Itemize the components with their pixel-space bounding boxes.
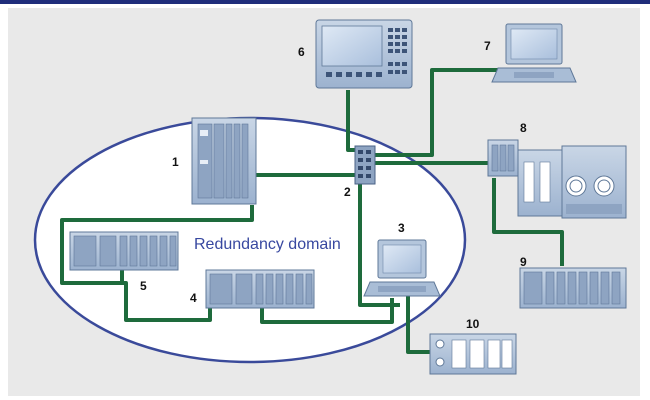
hmi-panel-device [315, 19, 413, 89]
cable-switch-to-pc3 [358, 178, 400, 307]
device-label-8: 8 [520, 121, 527, 135]
device-label-9: 9 [520, 255, 527, 269]
cable-cpu1-ring [60, 205, 254, 285]
network-switch-device [354, 145, 376, 185]
io-rack-4-device [205, 269, 315, 309]
device-label-3: 3 [398, 221, 405, 235]
redundancy-domain-label: Redundancy domain [194, 236, 341, 253]
device-label-2: 2 [344, 185, 351, 199]
device-label-4: 4 [190, 291, 197, 305]
io-rack-9-device [519, 267, 627, 309]
drive-rack-device [487, 139, 627, 219]
cable-switch-to-laptop7 [366, 68, 508, 157]
device-label-6: 6 [298, 45, 305, 59]
device-label-7: 7 [484, 39, 491, 53]
cable-8-to-9 [492, 178, 564, 266]
device-label-5: 5 [140, 279, 147, 293]
device-label-10: 10 [466, 317, 480, 331]
cable-5-to-4 [122, 281, 212, 322]
distributed-io-10-device [429, 333, 517, 375]
cable-4-to-pc3 [260, 298, 394, 324]
pc-workstation-device [363, 239, 441, 297]
io-rack-5-device [69, 231, 179, 271]
cpu-rack-device [191, 117, 257, 205]
laptop-device [491, 23, 577, 83]
device-label-1: 1 [172, 155, 179, 169]
cable-pc3-to-10 [406, 295, 432, 354]
top-rule [0, 0, 650, 4]
